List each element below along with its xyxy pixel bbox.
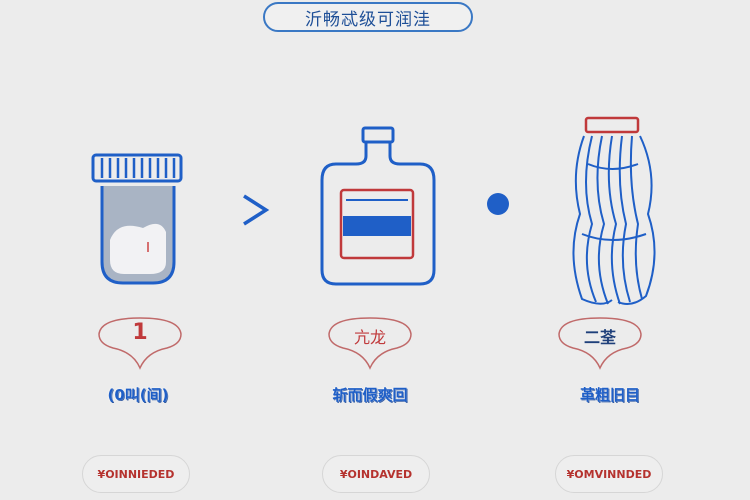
heart-bubble-icon xyxy=(558,317,642,370)
title-badge: 沂畅忒级可润洼 xyxy=(263,2,473,32)
step-3-label: 革粗旧目 xyxy=(579,386,640,404)
step-1-label: (0叫(间) xyxy=(107,386,169,404)
chevron-right-icon xyxy=(243,194,270,226)
bottle-icon xyxy=(320,126,436,286)
step-2-price: ¥OINDAVED xyxy=(322,455,430,493)
heart-bubble-icon xyxy=(328,317,412,370)
jar-icon xyxy=(91,153,183,285)
dot-icon xyxy=(487,193,509,215)
step-2-label: 斩而假爽回 xyxy=(332,386,408,404)
step-2-badge: 亢龙 xyxy=(325,312,415,372)
step-1-price: ¥OINNIEDED xyxy=(82,455,190,493)
hair-bundle-icon xyxy=(572,116,656,305)
step-2-badge-text: 亢龙 xyxy=(353,328,386,347)
step-1-number: 1 xyxy=(132,320,148,345)
heart-bubble-icon xyxy=(98,317,182,370)
step-3-badge: 二荃 xyxy=(555,312,645,372)
step-3-price: ¥OMVINNDED xyxy=(555,455,663,493)
step-3-badge-text: 二荃 xyxy=(583,328,616,347)
step-1-badge: 1 xyxy=(95,312,185,372)
